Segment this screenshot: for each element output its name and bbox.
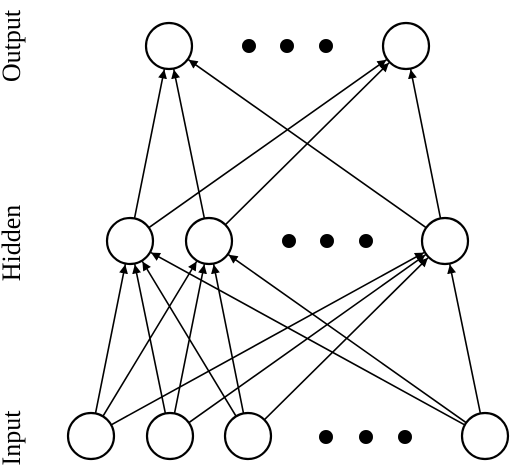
edge-i4-to-h2 [228, 254, 467, 424]
output-node-2 [381, 21, 431, 71]
hidden-ellipsis-dot-1 [282, 234, 296, 248]
hidden-ellipsis-dot-3 [359, 234, 373, 248]
input-ellipsis-dot-1 [319, 430, 333, 444]
edge-h1-to-o1 [133, 69, 167, 219]
output-ellipsis-dot-3 [319, 39, 333, 53]
input-ellipsis-dot-2 [359, 430, 373, 444]
edge-i2-to-h1 [132, 264, 167, 414]
edge-i4-to-h3 [447, 264, 482, 414]
edge-h3-to-o1 [188, 59, 427, 229]
input-node-2 [145, 411, 195, 461]
output-node-1 [144, 21, 194, 71]
edge-h3-to-o2 [408, 69, 442, 219]
ellipsis-group [242, 39, 412, 444]
input-node-4 [460, 411, 510, 461]
output-layer-label: Output [0, 9, 26, 82]
input-node-3 [223, 411, 273, 461]
output-ellipsis-dot-1 [242, 39, 256, 53]
edge-i3-to-h1 [141, 261, 237, 417]
hidden-node-1 [105, 216, 155, 266]
hidden-node-3 [420, 216, 470, 266]
edge-i3-to-h3 [263, 257, 429, 421]
node-group [66, 21, 510, 461]
edge-i1-to-h3 [110, 251, 425, 426]
output-ellipsis-dot-2 [280, 39, 294, 53]
hidden-ellipsis-dot-2 [320, 234, 334, 248]
hidden-node-2 [184, 216, 234, 266]
edge-group [94, 59, 482, 426]
edge-i4-to-h1 [150, 251, 466, 426]
input-layer-label: Input [0, 410, 26, 466]
input-node-1 [66, 411, 116, 461]
edge-h1-to-o2 [148, 59, 387, 229]
hidden-layer-label: Hidden [0, 205, 26, 282]
edge-i3-to-h2 [211, 264, 245, 414]
edge-h2-to-o1 [171, 69, 206, 219]
input-ellipsis-dot-3 [398, 430, 412, 444]
edge-i1-to-h1 [94, 264, 128, 414]
